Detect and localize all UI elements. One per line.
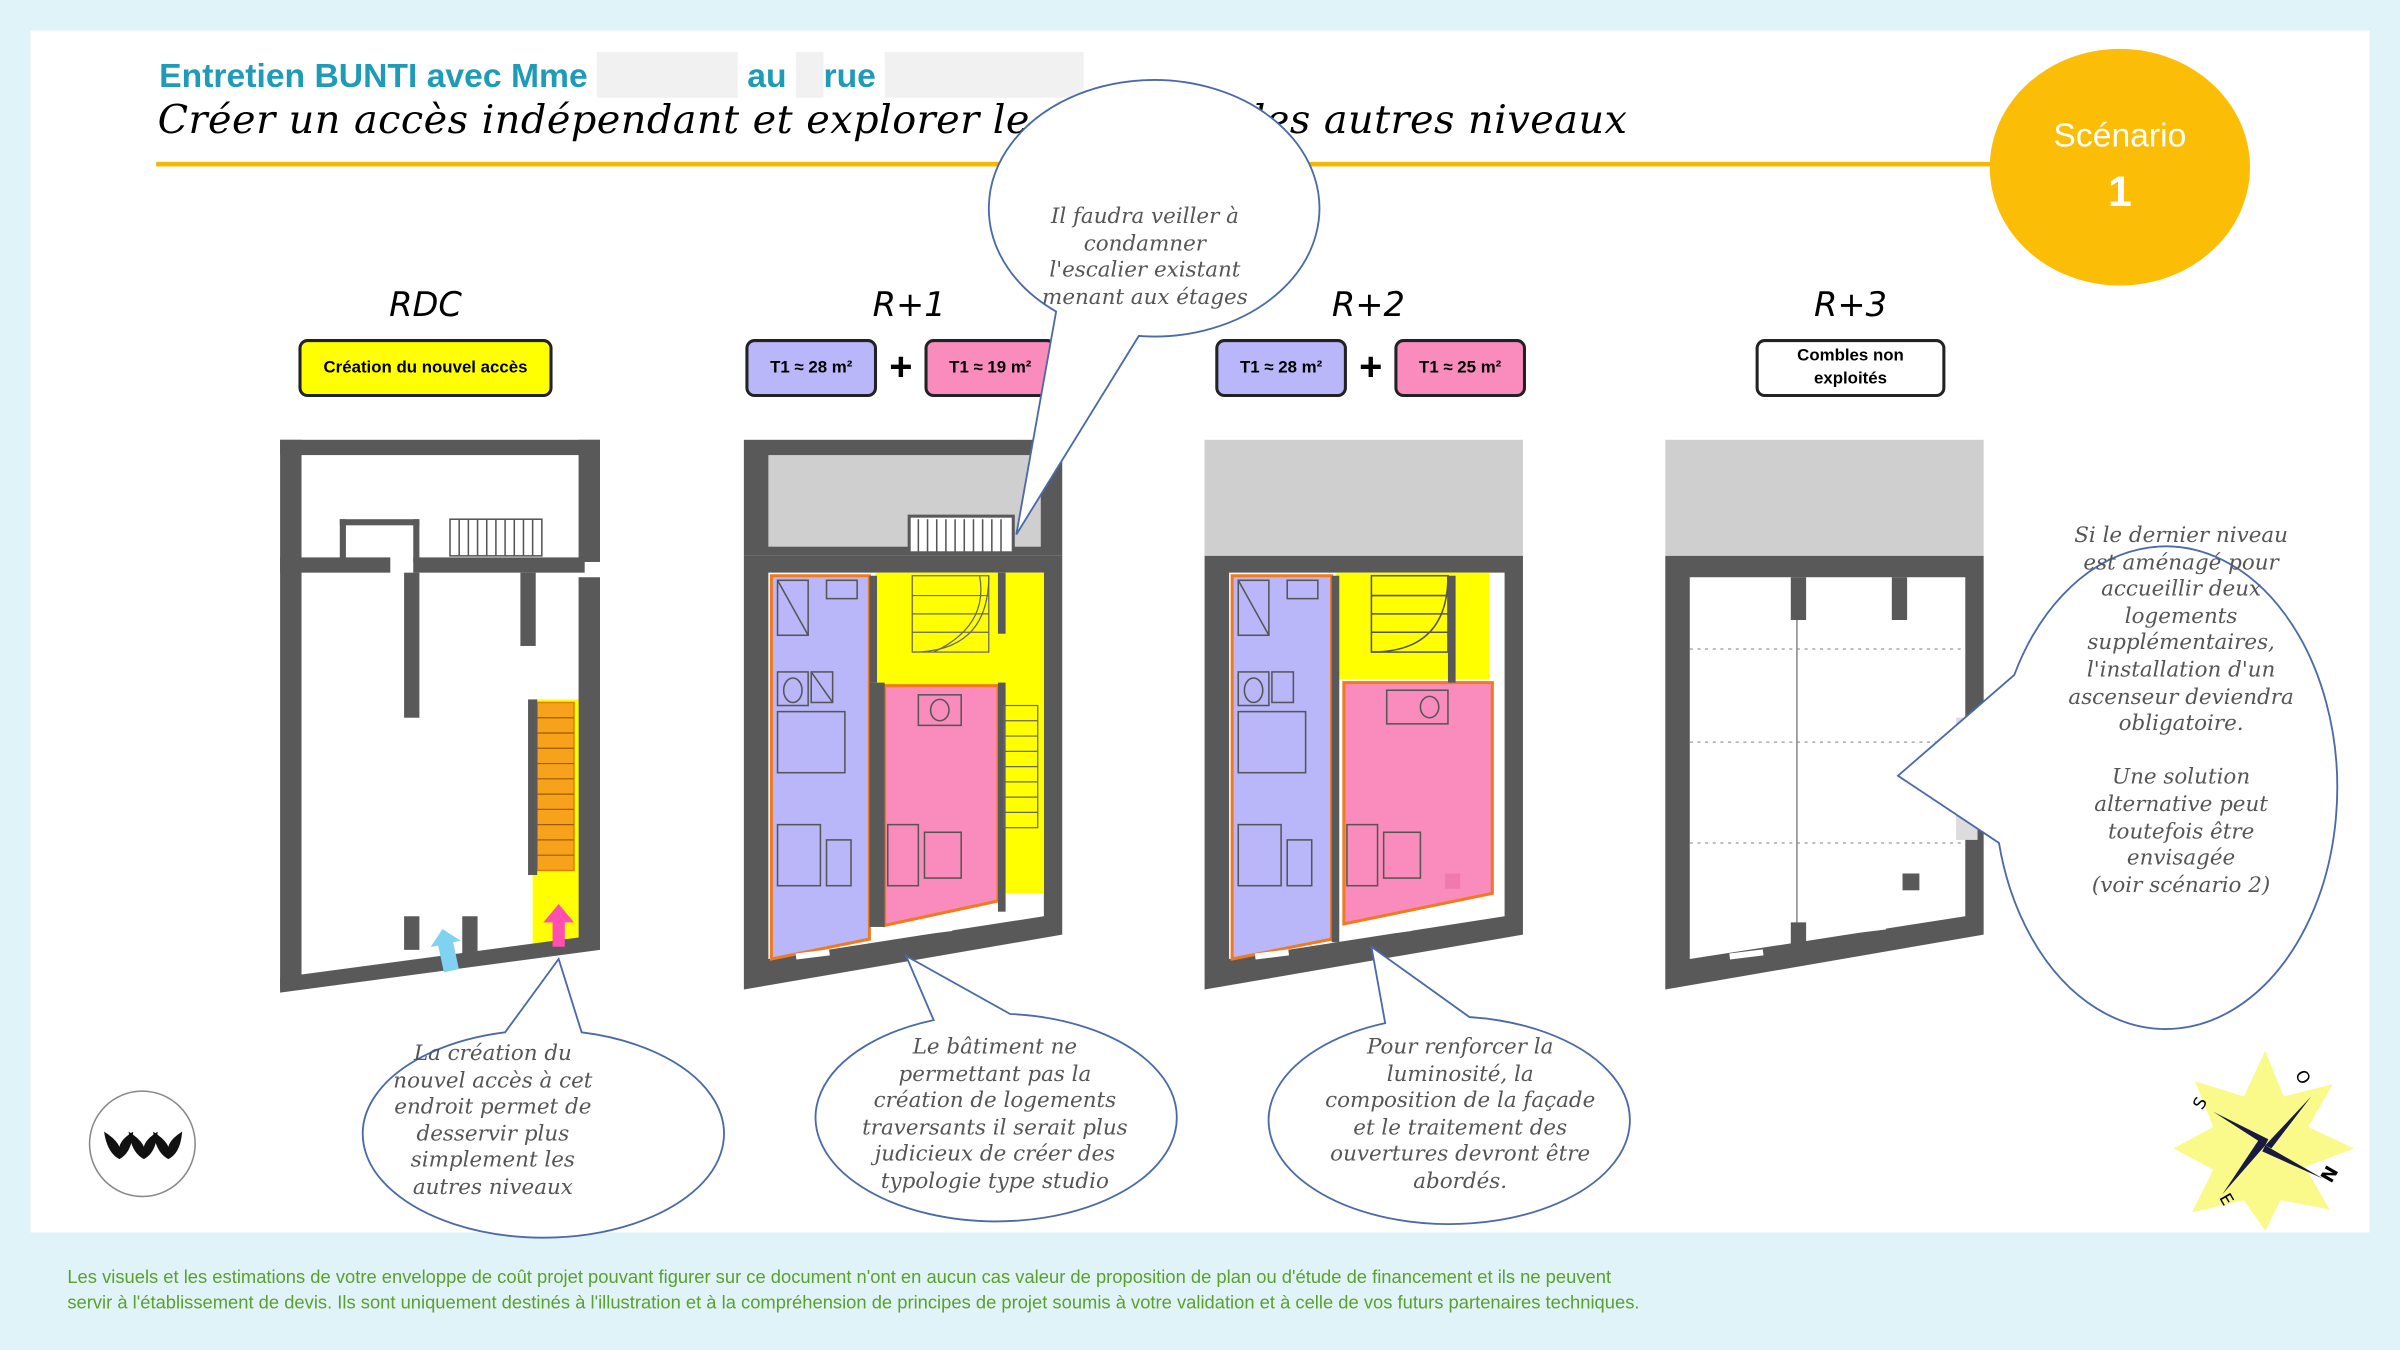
redacted-number — [795, 51, 824, 98]
redacted-name — [597, 51, 738, 98]
bubble-elevator-line: alternative peut — [2094, 792, 2268, 817]
title-au: au — [747, 56, 787, 95]
level-title-rdc: RDC — [389, 287, 462, 326]
bubble-elevator-line: supplémentaires, — [2087, 631, 2275, 656]
tag-new-access: Création du nouvel accès — [298, 339, 553, 398]
bubble-access-text: La création du nouvel accès à cet endroi… — [340, 1041, 646, 1202]
disclaimer-line: Les visuels et les estimations de votre … — [67, 1265, 1612, 1288]
plus-sign-r2: + — [1359, 343, 1383, 390]
bubble-access-line: autres niveaux — [412, 1175, 573, 1201]
title-rue: rue — [823, 56, 876, 95]
leaf-logo-icon — [104, 1131, 183, 1160]
tag-r3-attic: Combles non exploités — [1755, 339, 1946, 398]
bubble-light-line: Pour renforcer la — [1366, 1035, 1554, 1060]
bubble-studio-line: permettant pas la — [898, 1062, 1092, 1087]
bubble-light-line: abordés. — [1413, 1169, 1508, 1195]
bubble-studio-line: typologie type studio — [880, 1169, 1109, 1195]
bubble-access-line: La création du — [413, 1041, 572, 1066]
bubble-elevator-line: envisagée — [2126, 846, 2236, 871]
company-logo — [88, 1090, 196, 1198]
bubble-studio-line: traversants il serait plus — [862, 1115, 1128, 1141]
bubble-elevator-line: logements — [2124, 604, 2238, 629]
bubble-stairs-line: Il faudra veiller à — [1050, 204, 1239, 230]
tag-r1-unit-a: T1 ≈ 28 m² — [745, 339, 878, 398]
bubble-access-line: nouvel accès à cet — [393, 1068, 593, 1093]
compass-rose-icon — [2173, 1050, 2355, 1231]
bubble-light-line: luminosité, la — [1386, 1062, 1534, 1087]
level-title-r1: R+1 — [872, 287, 946, 326]
bubble-elevator-line: est aménagé pour — [2083, 550, 2279, 576]
bubble-light — [1267, 944, 1631, 1226]
disclaimer-footer: Les visuels et les estimations de votre … — [67, 1264, 1827, 1316]
scenario-number: 1 — [2107, 167, 2132, 216]
plan-r3 — [1665, 439, 1984, 990]
tag-r2-unit-a: T1 ≈ 28 m² — [1215, 339, 1347, 398]
bubble-studio-text: Le bâtiment ne permettant pas la créatio… — [811, 1035, 1178, 1196]
bubble-studio-line: Le bâtiment ne — [912, 1035, 1078, 1060]
scenario-badge: Scénario 1 — [1989, 48, 2250, 286]
bubble-elevator — [1896, 545, 2339, 1030]
plan-rdc — [280, 439, 600, 993]
bubble-elevator-line: ascenseur deviendra — [2068, 684, 2294, 710]
bubble-elevator-line: toutefois être — [2107, 819, 2255, 844]
disclaimer-line: servir à l'établissement de devis. Ils s… — [67, 1291, 1640, 1314]
tag-r3-line2: exploités — [1813, 369, 1887, 388]
bubble-studio-line: judicieux de créer des — [874, 1142, 1116, 1168]
plan-r1 — [743, 439, 1063, 990]
bubble-elevator-line: l'installation d'un — [2086, 658, 2276, 683]
redacted-street — [885, 51, 1085, 98]
bubble-elevator-line: Si le dernier niveau — [2074, 523, 2288, 549]
plus-sign-r1: + — [889, 343, 913, 390]
plan-r2 — [1204, 439, 1523, 990]
bubble-light-line: composition de la façade — [1325, 1089, 1596, 1114]
page-subtitle: Créer un accès indépendant et explorer l… — [157, 97, 1628, 144]
bubble-elevator-line: obligatoire. — [2118, 711, 2244, 737]
bubble-light-line: ouvertures devront être — [1330, 1142, 1591, 1168]
bubble-elevator-line: accueillir deux — [2101, 577, 2262, 602]
bubble-access — [361, 957, 725, 1239]
bubble-stairs-line: menant aux étages — [1042, 285, 1248, 310]
bubble-stairs-line: l'escalier existant — [1049, 258, 1241, 283]
bubble-elevator-text: Si le dernier niveau est aménagé pour ac… — [2036, 524, 2327, 900]
bubble-studio-line: création de logements — [873, 1089, 1117, 1114]
bubble-elevator-line: Une solution — [2112, 765, 2251, 791]
level-title-r3: R+3 — [1813, 287, 1888, 326]
bubble-stairs — [988, 79, 1321, 535]
level-title-r2: R+2 — [1331, 287, 1405, 326]
bubble-light-line: et le traitement des — [1353, 1115, 1568, 1141]
bubble-elevator-spacer — [2036, 739, 2327, 766]
bubble-elevator-line: (voir scénario 2) — [2091, 873, 2271, 898]
bubble-access-line: desservir plus — [416, 1122, 570, 1147]
tag-r2-unit-b: T1 ≈ 25 m² — [1394, 339, 1527, 398]
bubble-studio — [814, 953, 1178, 1223]
bubble-light-text: Pour renforcer la luminosité, la composi… — [1277, 1035, 1644, 1196]
bubble-access-line: endroit permet de — [394, 1095, 592, 1120]
scenario-label: Scénario — [2053, 116, 2187, 155]
tag-r3-line1: Combles non — [1797, 346, 1904, 366]
bubble-access-line: simplement les — [410, 1148, 575, 1174]
bubble-stairs-text: Il faudra veiller à condamner l'escalier… — [989, 205, 1301, 312]
bubble-stairs-line: condamner — [1083, 231, 1207, 256]
interview-title: Entretien BUNTI avec Mme au rue — [159, 51, 1085, 98]
title-prefix: Entretien BUNTI avec Mme — [159, 56, 588, 95]
